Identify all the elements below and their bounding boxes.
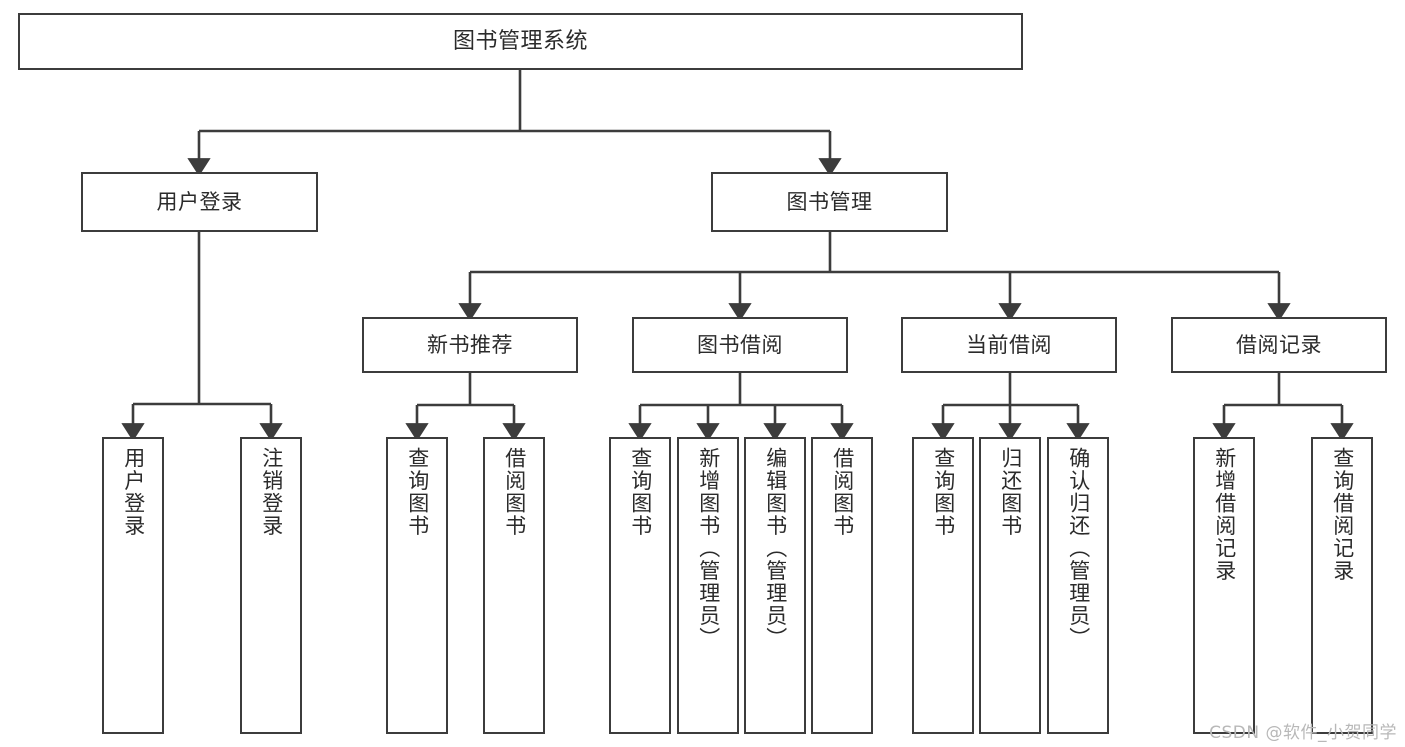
node-leaf-edit-book-label: 编辑图书（管理员） (763, 447, 788, 650)
node-leaf-query-book-3-label: 查询图书 (931, 447, 956, 537)
node-book-manage[interactable]: 图书管理 (711, 172, 948, 232)
node-leaf-return-book[interactable]: 归还图书 (979, 437, 1041, 734)
node-leaf-logout-login-label: 注销登录 (259, 447, 284, 537)
node-leaf-confirm-return[interactable]: 确认归还（管理员） (1047, 437, 1109, 734)
node-leaf-borrow-book-1-label: 借阅图书 (502, 447, 527, 537)
node-new-book-recommend-label: 新书推荐 (427, 332, 513, 357)
node-borrow-record[interactable]: 借阅记录 (1171, 317, 1387, 373)
node-leaf-edit-book[interactable]: 编辑图书（管理员） (744, 437, 806, 734)
node-book-manage-label: 图书管理 (786, 189, 873, 214)
node-root-label: 图书管理系统 (452, 28, 588, 54)
node-current-borrow-label: 当前借阅 (966, 332, 1052, 357)
node-leaf-borrow-book-1[interactable]: 借阅图书 (483, 437, 545, 734)
node-leaf-query-book-2-label: 查询图书 (628, 447, 653, 537)
node-book-borrow-label: 图书借阅 (697, 332, 783, 357)
node-root[interactable]: 图书管理系统 (18, 13, 1023, 70)
node-leaf-add-book-label: 新增图书（管理员） (696, 447, 721, 650)
node-leaf-query-book-3[interactable]: 查询图书 (912, 437, 974, 734)
node-leaf-query-record-label: 查询借阅记录 (1330, 447, 1355, 582)
watermark: CSDN @软件_小贺同学 (1209, 723, 1397, 743)
node-leaf-query-record[interactable]: 查询借阅记录 (1311, 437, 1373, 734)
node-leaf-query-book-2[interactable]: 查询图书 (609, 437, 671, 734)
node-book-borrow[interactable]: 图书借阅 (632, 317, 848, 373)
node-user-login[interactable]: 用户登录 (81, 172, 318, 232)
node-leaf-return-book-label: 归还图书 (998, 447, 1023, 537)
node-leaf-user-login-label: 用户登录 (121, 447, 146, 537)
node-leaf-logout-login[interactable]: 注销登录 (240, 437, 302, 734)
node-leaf-add-record[interactable]: 新增借阅记录 (1193, 437, 1255, 734)
node-borrow-record-label: 借阅记录 (1236, 332, 1322, 357)
node-current-borrow[interactable]: 当前借阅 (901, 317, 1117, 373)
node-leaf-borrow-book-2[interactable]: 借阅图书 (811, 437, 873, 734)
node-leaf-confirm-return-label: 确认归还（管理员） (1066, 447, 1091, 650)
node-leaf-add-record-label: 新增借阅记录 (1212, 447, 1237, 582)
node-leaf-add-book[interactable]: 新增图书（管理员） (677, 437, 739, 734)
node-leaf-query-book-1-label: 查询图书 (405, 447, 430, 537)
node-leaf-borrow-book-2-label: 借阅图书 (830, 447, 855, 537)
node-leaf-query-book-1[interactable]: 查询图书 (386, 437, 448, 734)
node-new-book-recommend[interactable]: 新书推荐 (362, 317, 578, 373)
node-leaf-user-login[interactable]: 用户登录 (102, 437, 164, 734)
node-user-login-label: 用户登录 (156, 189, 243, 214)
